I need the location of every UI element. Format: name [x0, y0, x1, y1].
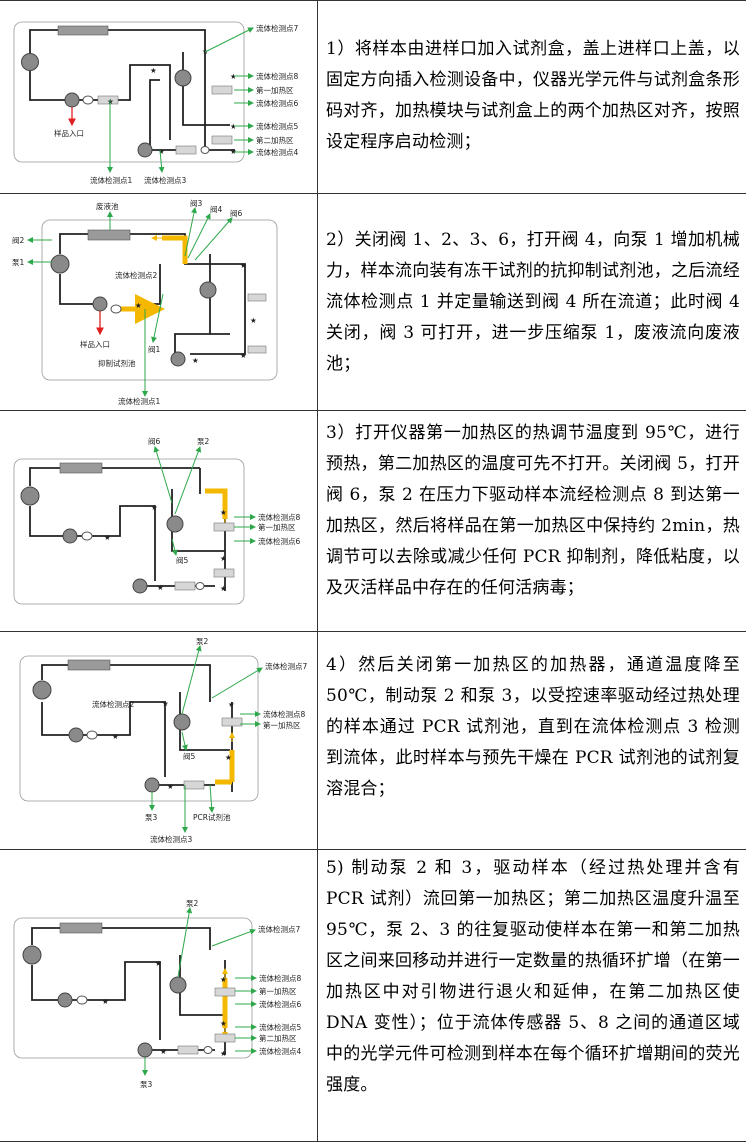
- waste-label: 废液池: [96, 201, 119, 211]
- p3-label-4: 泵3: [145, 813, 157, 822]
- step-1-text: 1）将样本由进样口加入试剂盒，盖上进样口上盖，以固定方向插入检测设备中，仪器光学…: [326, 39, 740, 152]
- fp1-label-2: 流体检测点1: [118, 396, 160, 406]
- row-rule: [0, 410, 746, 411]
- fp6-label-5: 流体检测点6: [259, 999, 301, 1009]
- svg-text:★: ★: [192, 356, 199, 365]
- step-5-text: 5) 制动泵 2 和 3，驱动样本（经过热处理并含有 PCR 试剂）流回第一加热…: [326, 858, 740, 1095]
- heat1-label: 第一加热区: [256, 85, 294, 95]
- fp3-label-4: 流体检测点3: [150, 834, 192, 844]
- svg-text:★: ★: [230, 122, 237, 131]
- p1-label: 泵1: [12, 258, 24, 267]
- fp8-label-3: 流体检测点8: [258, 512, 300, 522]
- svg-text:★: ★: [135, 301, 142, 310]
- p3-label-5: 泵3: [140, 1080, 152, 1089]
- fp3-label: 流体检测点3: [144, 175, 186, 185]
- fp8-label-5: 流体检测点8: [259, 973, 301, 983]
- row-rule: [0, 193, 746, 194]
- svg-text:★: ★: [220, 554, 227, 563]
- svg-text:★: ★: [220, 1019, 227, 1028]
- svg-text:★: ★: [250, 316, 257, 325]
- svg-text:★: ★: [230, 72, 237, 81]
- svg-text:★: ★: [220, 975, 227, 984]
- p2-label-3: 泵2: [197, 437, 209, 446]
- fp2-label: 流体检测点2: [115, 270, 157, 280]
- fp8-label: 流体检测点8: [256, 71, 298, 81]
- fp4-label-5: 流体检测点4: [259, 1046, 301, 1056]
- step-row-5: ★ ★ ★ ★ ★ ★ 泵2 流体检测点7 流体检测点8 第一加热区 流体检测点6 流体检…: [0, 850, 746, 1141]
- step-2-text: 2）关闭阀 1、2、3、6，打开阀 4，向泵 1 增加机械力，样本流向装有冻干试…: [326, 230, 740, 374]
- step-2-diagram: ★★★★★ 废液池 阀3 阀4 阀6 阀2 泵1 流体检测点2 样品入口 阀1 …: [0, 194, 316, 410]
- fp2-label-4: 流体检测点2: [92, 699, 134, 709]
- svg-text:★: ★: [160, 1047, 167, 1056]
- step-3-diagram: ★ ★ ★ ★ ★ ★ 阀6 泵2 流体检测点8 第一加热区 流体检测点6 阀5: [0, 411, 316, 631]
- svg-text:★: ★: [155, 959, 162, 968]
- svg-text:★: ★: [228, 700, 235, 709]
- heat1-label-5: 第一加热区: [259, 986, 297, 996]
- step-4-text: 4）然后关闭第一加热区的加热器，通道温度降至 50℃，制动泵 2 和泵 3，以受…: [326, 655, 740, 799]
- svg-text:★: ★: [104, 533, 111, 542]
- svg-text:★: ★: [158, 147, 165, 156]
- fp7-label-5: 流体检测点7: [258, 924, 300, 934]
- svg-text:★: ★: [240, 261, 247, 270]
- fp5-label-5: 流体检测点5: [259, 1022, 301, 1032]
- fp8-label-4: 流体检测点8: [263, 709, 305, 719]
- svg-text:★: ★: [151, 503, 158, 512]
- svg-text:★: ★: [220, 508, 227, 517]
- svg-text:★: ★: [220, 1049, 227, 1058]
- step-1-diagram: ★★★★★★★ 流体检测点7 流体检测点8 第一加热区 流体检测点6 流体检测点…: [0, 0, 316, 193]
- step-row-4: ★ ★ ★ ★ ★ 泵2 流体检测点7 流体检测点2 流体检测点8 第一加热区 阀5 泵…: [0, 632, 746, 849]
- svg-text:★: ★: [225, 753, 232, 762]
- heat2-label-5: 第二加热区: [259, 1033, 297, 1043]
- svg-text:★: ★: [220, 584, 227, 593]
- svg-text:★: ★: [240, 351, 247, 360]
- inlet-label-2: 样品入口: [80, 339, 110, 349]
- svg-text:★: ★: [157, 583, 164, 592]
- step-5-diagram: ★ ★ ★ ★ ★ ★ 泵2 流体检测点7 流体检测点8 第一加热区 流体检测点6 流体检…: [0, 850, 316, 1141]
- v1-label: 阀1: [148, 345, 160, 354]
- inhib-label: 抑制试剂池: [98, 358, 136, 368]
- svg-text:★: ★: [162, 699, 169, 708]
- row-rule: [0, 0, 746, 1]
- fp5-label: 流体检测点5: [256, 121, 298, 131]
- svg-text:★: ★: [167, 782, 174, 791]
- step-4-diagram: ★ ★ ★ ★ ★ 泵2 流体检测点7 流体检测点2 流体检测点8 第一加热区 阀5 泵…: [0, 632, 316, 849]
- pcr-label-4: PCR试剂池: [193, 812, 231, 822]
- row-rule: [0, 849, 746, 850]
- step-row-3: ★ ★ ★ ★ ★ ★ 阀6 泵2 流体检测点8 第一加热区 流体检测点6 阀5 3）打开…: [0, 411, 746, 631]
- svg-text:★: ★: [112, 732, 119, 741]
- svg-text:★: ★: [230, 147, 237, 156]
- v2-label: 阀2: [12, 236, 24, 245]
- fp7-label-4: 流体检测点7: [265, 661, 307, 671]
- fp1-label: 流体检测点1: [90, 175, 132, 185]
- p2-label-4: 泵2: [196, 637, 208, 646]
- inlet-label: 样品入口: [54, 128, 84, 138]
- fp6-label: 流体检测点6: [256, 98, 298, 108]
- step-3-text: 3）打开仪器第一加热区的热调节温度到 95℃，进行预热，第二加热区的温度可先不打…: [326, 423, 740, 598]
- step-row-1: ★★★★★★★ 流体检测点7 流体检测点8 第一加热区 流体检测点6 流体检测点…: [0, 0, 746, 193]
- heat1-label-3: 第一加热区: [258, 522, 296, 532]
- heat2-label: 第二加热区: [256, 135, 294, 145]
- fp4-label: 流体检测点4: [256, 147, 298, 157]
- v5-label-4: 阀5: [183, 752, 195, 761]
- svg-text:★: ★: [102, 997, 109, 1006]
- heat1-label-4: 第一加热区: [263, 720, 301, 730]
- column-divider: [317, 0, 318, 1142]
- v6-label-3: 阀6: [148, 437, 160, 446]
- v5-label-3: 阀5: [176, 556, 188, 565]
- svg-text:★: ★: [150, 66, 157, 75]
- fp6-label-3: 流体检测点6: [258, 536, 300, 546]
- step-row-2: ★★★★★ 废液池 阀3 阀4 阀6 阀2 泵1 流体检测点2 样品入口 阀1 …: [0, 194, 746, 410]
- v4-label: 阀4: [210, 205, 222, 214]
- v6-label: 阀6: [230, 209, 242, 218]
- v3-label: 阀3: [190, 199, 202, 208]
- row-rule: [0, 631, 746, 632]
- p2-label-5: 泵2: [186, 899, 198, 908]
- fp7-label: 流体检测点7: [256, 23, 298, 33]
